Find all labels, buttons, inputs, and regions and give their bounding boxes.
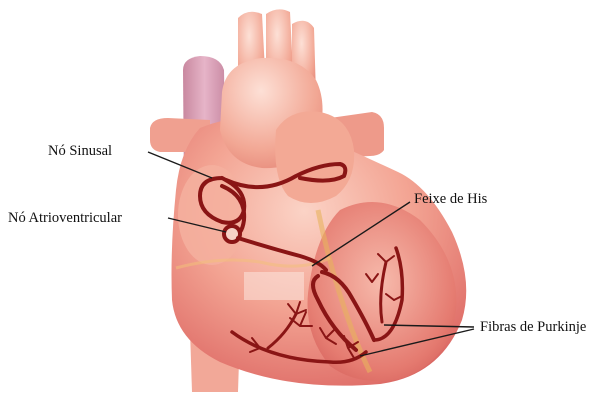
label-purkinje: Fibras de Purkinje xyxy=(480,320,586,335)
highlight-band xyxy=(244,272,304,300)
label-sa-node: Nó Sinusal xyxy=(48,144,112,159)
pulmonary-trunk xyxy=(275,111,354,203)
label-av-node: Nó Atrioventricular xyxy=(8,211,122,226)
label-his-bundle: Feixe de His xyxy=(414,192,487,207)
